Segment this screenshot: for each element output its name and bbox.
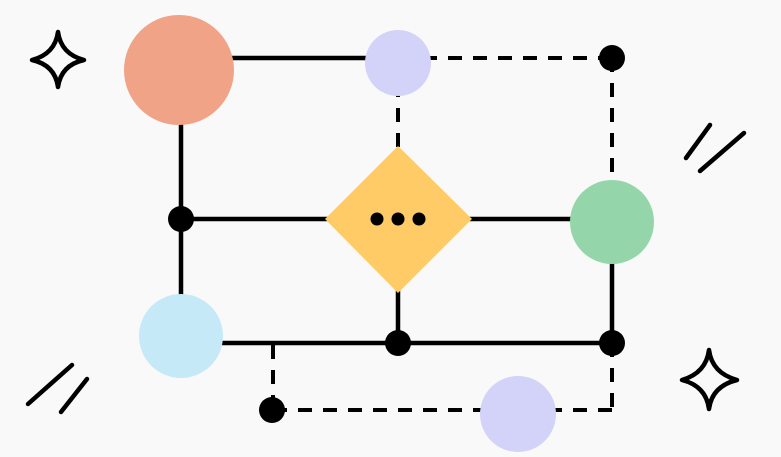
node-green-circle (570, 180, 654, 264)
junction-dot (168, 206, 194, 232)
node-lavender-circle-bottom (480, 376, 556, 452)
node-light-blue-circle (139, 294, 223, 378)
sparkle-icon (679, 347, 740, 412)
double-slash-icon (683, 122, 747, 174)
junction-dots (168, 45, 625, 423)
junction-dot (259, 397, 285, 423)
junction-dot (599, 330, 625, 356)
junction-dot (599, 45, 625, 71)
junction-dot (385, 330, 411, 356)
node-lavender-circle-top (365, 30, 431, 96)
double-slash-icon (25, 362, 90, 415)
sparkle-icon (29, 29, 87, 90)
node-coral-circle (124, 15, 234, 125)
ellipsis-icon (370, 212, 426, 226)
